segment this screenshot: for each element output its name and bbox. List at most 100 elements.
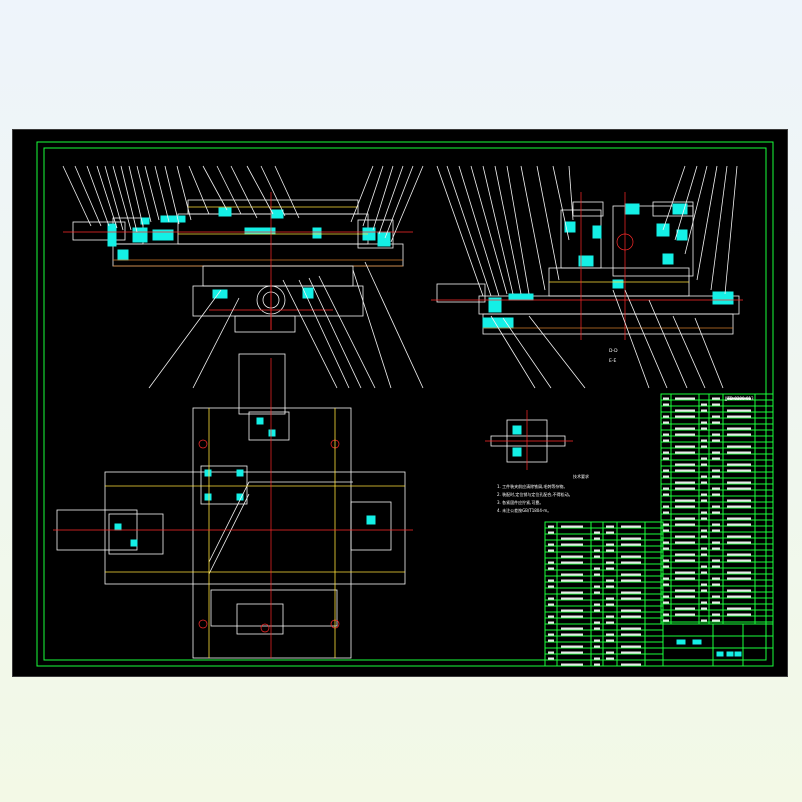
table-cell-text <box>594 585 600 588</box>
table-cell-text <box>701 583 707 586</box>
table-cell-text <box>712 433 720 436</box>
table-cell-text <box>561 633 583 636</box>
title-block <box>662 623 774 667</box>
table-cell-text <box>712 403 720 406</box>
table-cell-text <box>606 585 614 588</box>
table-cell-text <box>701 553 707 556</box>
table-cell-text <box>594 609 600 612</box>
table-cell-text <box>663 583 669 586</box>
table-cell-text <box>561 663 583 666</box>
table-cell-text <box>621 555 641 558</box>
table-cell-text <box>548 579 554 582</box>
table-cell-text <box>675 487 695 490</box>
table-cell-text <box>548 561 554 564</box>
table-cell-text <box>621 633 641 636</box>
table-cell-text <box>727 571 751 574</box>
left-cylinder <box>72 221 126 241</box>
table-cell-text <box>675 595 695 598</box>
table-cell-text <box>594 627 600 630</box>
table-cell-text <box>561 525 583 528</box>
table-cell-text <box>663 451 669 454</box>
table-cell-text <box>675 427 695 430</box>
table-cell-text <box>727 595 751 598</box>
table-cell-text <box>712 613 720 616</box>
table-cell-text <box>663 541 669 544</box>
table-cell-text <box>727 427 751 430</box>
table-cell-text <box>561 537 583 540</box>
table-cell-text <box>701 457 707 460</box>
notes-title: 技术要求 <box>573 473 589 479</box>
table-cell-text <box>561 609 583 612</box>
table-cell-text <box>727 553 751 556</box>
table-cell-text <box>701 499 707 502</box>
table-cell-text <box>606 549 614 552</box>
table-cell-text <box>712 415 720 418</box>
table-cell-text <box>663 397 669 400</box>
table-cell-text <box>675 571 695 574</box>
table-cell-text <box>663 595 669 598</box>
table-cell-text <box>561 561 583 564</box>
table-cell-text <box>548 585 554 588</box>
table-cell-text <box>663 415 669 418</box>
table-cell-text <box>663 523 669 526</box>
table-cell-text <box>701 427 707 430</box>
table-cell-text <box>712 583 720 586</box>
table-cell-text <box>701 535 707 538</box>
table-cell-text <box>675 499 695 502</box>
table-cell-text <box>663 601 669 604</box>
table-cell-text <box>663 487 669 490</box>
table-cell-text <box>712 451 720 454</box>
table-cell-text <box>701 403 707 406</box>
table-cell-text <box>712 541 720 544</box>
table-cell-text <box>727 469 751 472</box>
table-cell-text <box>561 591 583 594</box>
table-cell-text <box>712 397 720 400</box>
table-cell-text <box>727 463 751 466</box>
table-cell-text <box>701 475 707 478</box>
table-cell-text <box>712 529 720 532</box>
table-cell-text <box>621 579 641 582</box>
table-cell-text <box>606 657 614 660</box>
table-cell-text <box>663 613 669 616</box>
cad-drawing-viewport[interactable]: D-D E-E <box>12 129 788 677</box>
table-cell-text <box>663 421 669 424</box>
note-2: 2. 装配时,定位销与定位孔配合,不得松动。 <box>497 491 573 497</box>
table-cell-text <box>548 543 554 546</box>
table-cell-text <box>701 409 707 412</box>
table-cell-text <box>712 493 720 496</box>
table-cell-text <box>621 627 641 630</box>
parts-list-left <box>544 521 664 667</box>
table-cell-text <box>594 657 600 660</box>
table-cell-text <box>712 577 720 580</box>
table-cell-text <box>663 577 669 580</box>
table-cell-text <box>548 525 554 528</box>
table-cell-text <box>727 481 751 484</box>
table-cell-text <box>621 663 641 666</box>
table-cell-text <box>727 559 751 562</box>
table-cell-text <box>548 531 554 534</box>
table-cell-text <box>606 633 614 636</box>
table-cell-text <box>701 493 707 496</box>
table-cell-text <box>675 409 695 412</box>
table-cell-text <box>712 559 720 562</box>
table-cell-text <box>727 517 751 520</box>
table-cell-text <box>594 567 600 570</box>
table-cell-text <box>621 543 641 546</box>
table-cell-text <box>727 499 751 502</box>
table-cell-text <box>727 487 751 490</box>
table-cell-text <box>712 505 720 508</box>
table-cell-text <box>675 553 695 556</box>
table-cell-text <box>727 415 751 418</box>
table-cell-text <box>594 537 600 540</box>
table-cell-text <box>727 409 751 412</box>
table-cell-text <box>675 397 695 400</box>
table-cell-text <box>606 651 614 654</box>
table-cell-text <box>663 547 669 550</box>
table-cell-text <box>712 439 720 442</box>
table-cell-text <box>712 619 720 622</box>
table-cell-text <box>675 559 695 562</box>
table-cell-text <box>606 579 614 582</box>
inner-border <box>43 147 767 661</box>
table-cell-text <box>594 645 600 648</box>
table-cell-text <box>621 591 641 594</box>
